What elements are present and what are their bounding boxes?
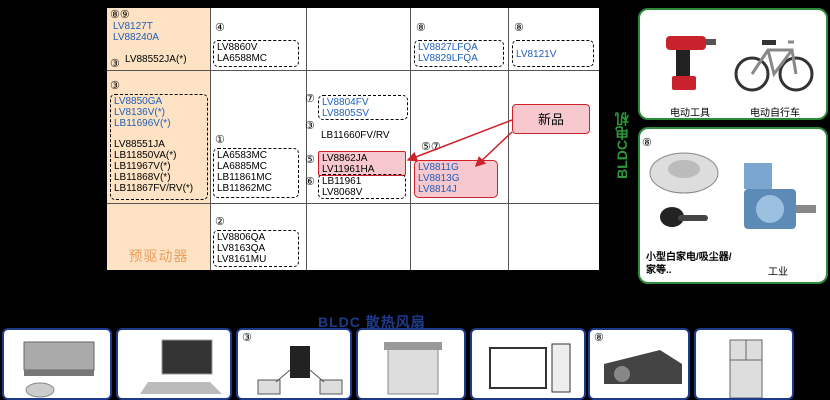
fan-app-laptop <box>116 328 232 400</box>
part-number: LV8161MU <box>217 254 267 265</box>
drill-icon <box>666 36 716 90</box>
applications-panel-bottom: ⑧ 小型白家电/吸尘器/家等.. 工业 <box>638 127 828 284</box>
part-number: LV8827LFQA <box>418 42 478 53</box>
fan-app-server: ③ <box>236 328 352 400</box>
group-badge: ⑥ <box>305 176 315 188</box>
part-number: LV88240A <box>113 32 159 43</box>
part-number: LA6588MC <box>217 53 268 64</box>
part-number: LB11862MC <box>217 183 272 194</box>
hair-curler-icon <box>660 207 708 227</box>
fan-app-copier <box>356 328 466 400</box>
part-group: LV8127T LV88240A <box>110 20 202 44</box>
grid-line <box>306 8 307 270</box>
grid-line <box>107 70 599 71</box>
part-number: LV11961HA <box>322 164 375 175</box>
grid-line <box>210 8 211 270</box>
part-number: LA6885MC <box>217 161 268 172</box>
part-number: LB11696V(*) <box>114 118 171 129</box>
robot-vacuum-icon <box>649 152 719 194</box>
fan-app-desktop-pc <box>470 328 586 400</box>
fan-app-projector: ⑧ <box>588 328 690 400</box>
industry-caption: 工业 <box>768 267 788 278</box>
part-group: LV8850GA LV8136V(*) LB11696V(*) LV88551J… <box>110 94 208 200</box>
part-number: LV88551JA <box>114 139 165 150</box>
part-group: LV8806QA LV8163QA LV8161MU <box>213 230 299 267</box>
part-group: LV8827LFQA LV8829LFQA <box>414 40 504 67</box>
laptop-icon <box>140 339 222 394</box>
part-number: LV8127T <box>113 21 153 32</box>
part-number: LB11961 <box>322 176 362 187</box>
grid-line <box>410 8 411 270</box>
tool-caption: 电动工具 <box>670 108 710 119</box>
bicycle-icon <box>734 40 814 92</box>
group-badge: ⑧ <box>514 22 524 34</box>
grid-line <box>107 203 599 204</box>
predriver-label: 预驱动器 <box>128 248 189 264</box>
part-number: LV8163QA <box>217 243 266 254</box>
projector-icon <box>604 350 682 384</box>
part-number: LV88552JA(*) <box>125 54 187 65</box>
part-number: LV8829LFQA <box>418 53 478 64</box>
grid-line <box>508 8 509 270</box>
group-badge: ⑧ <box>642 137 652 149</box>
part-group: LV88552JA(*) <box>122 53 206 67</box>
part-number: LB11867FV/RV(*) <box>114 183 194 194</box>
fan-app-optical-drive <box>2 328 112 400</box>
part-number: LV8805SV <box>322 108 370 119</box>
part-number: LV8862JA <box>322 153 368 164</box>
group-badge: ③ <box>305 120 315 132</box>
applications-panel-top: 电动工具 电动自行车 <box>638 8 828 120</box>
part-number: LB11967V(*) <box>114 161 171 172</box>
group-badge: ③ <box>110 80 120 92</box>
new-part-group: LV8862JA LV11961HA <box>318 151 406 176</box>
part-number: LV8850GA <box>114 96 163 107</box>
part-number: LV8813G <box>418 173 460 184</box>
part-number: LB11850VA(*) <box>114 150 177 161</box>
optical-drive-icon <box>23 341 95 398</box>
part-number: LB11660FV/RV <box>321 130 390 141</box>
part-number: LV8121V <box>516 49 557 60</box>
callout-arrows <box>406 119 513 168</box>
part-number: LV8804FV <box>322 97 369 108</box>
new-product-callout: 新品 <box>512 104 590 134</box>
part-number: LV8860V <box>217 42 258 53</box>
part-group: LV8121V <box>512 40 594 67</box>
server-network-icon <box>257 346 343 395</box>
part-number: LB11868V(*) <box>114 172 171 183</box>
refrigerator-icon <box>729 339 763 398</box>
group-badge: ④ <box>215 22 225 34</box>
part-number: LB11861MC <box>217 172 272 183</box>
group-badge: ⑤ <box>305 154 315 166</box>
part-group: LA6583MC LA6885MC LB11861MC LB11862MC <box>213 148 299 198</box>
part-number: LV8806QA <box>217 232 266 243</box>
group-badge: ⑧⑨ <box>110 9 130 21</box>
desktop-pc-icon <box>489 343 571 393</box>
industrial-motor-icon <box>744 163 816 229</box>
part-number: LV8068V <box>322 187 363 198</box>
part-number: LV8136V(*) <box>114 107 165 118</box>
group-badge: ② <box>215 216 225 228</box>
part-group: LV8860V LA6588MC <box>213 40 299 67</box>
bldc-motor-title: BLDC电机 <box>614 112 630 179</box>
part-group: LV8804FV LV8805SV <box>318 95 408 120</box>
fan-app-refrigerator <box>694 328 794 400</box>
group-badge: ⑦ <box>305 93 315 105</box>
part-group: LB11660FV/RV <box>318 129 408 145</box>
part-number: LV8811G <box>418 162 459 173</box>
group-badge: ③ <box>110 58 120 70</box>
group-badge: ③ <box>242 332 252 344</box>
appliance-caption: 小型白家电/吸尘器/家等.. <box>646 252 732 276</box>
group-badge: ⑧ <box>594 332 604 344</box>
part-number: LA6583MC <box>217 150 268 161</box>
bike-caption: 电动自行车 <box>750 108 800 119</box>
copier-icon <box>384 342 442 395</box>
group-badge: ① <box>215 134 225 146</box>
part-number: LV8814J <box>418 184 457 195</box>
arrow-to-lv8811 <box>474 131 513 168</box>
arrow-to-lv8862 <box>406 119 513 162</box>
part-group: LB11961 LV8068V <box>318 174 406 199</box>
fan-section-title: BLDC 散热风扇 <box>318 314 426 330</box>
group-badge: ⑧ <box>416 22 426 34</box>
predriver-column <box>107 8 210 270</box>
